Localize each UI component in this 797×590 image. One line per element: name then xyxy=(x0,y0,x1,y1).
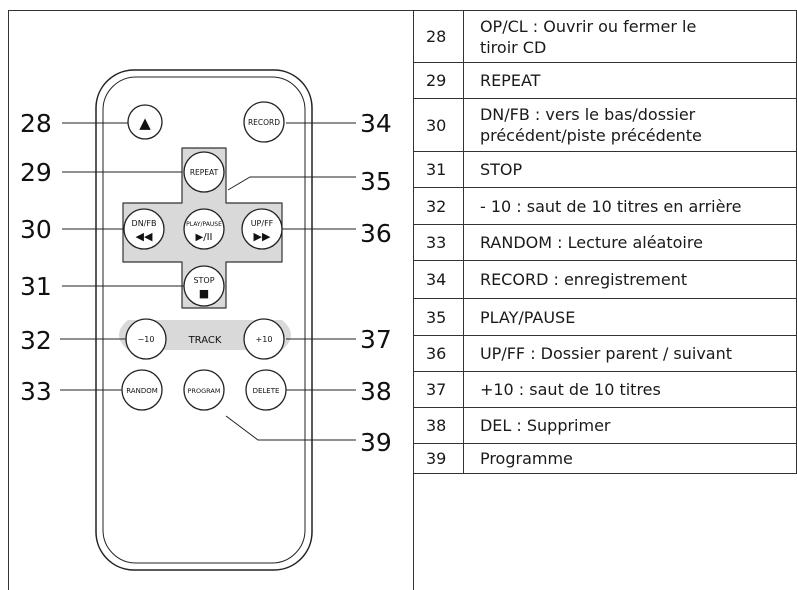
legend-row: 32 - 10 : saut de 10 titres en arrière xyxy=(413,187,797,225)
legend-number: 39 xyxy=(413,443,464,474)
up-ff-button[interactable] xyxy=(241,208,283,250)
callout-38: 38 xyxy=(360,377,392,406)
legend-row: 36 UP/FF : Dossier parent / suivant xyxy=(413,335,797,372)
callout-34: 34 xyxy=(360,109,392,138)
legend-description-line: UP/FF : Dossier parent / suivant xyxy=(479,344,733,363)
legend-number: 32 xyxy=(413,187,464,225)
legend-row: 34 RECORD : enregistrement xyxy=(413,260,797,299)
legend-description: DEL : Supprimer xyxy=(462,407,797,444)
minus10-button[interactable] xyxy=(125,318,167,360)
program-label: PROGRAM xyxy=(188,387,221,395)
remote-body-outer xyxy=(95,69,313,571)
legend-row: 30 DN/FB : vers le bas/dossier précédent/p… xyxy=(413,98,797,152)
rewind-icon: ◀◀ xyxy=(136,230,153,243)
legend-row: 35 PLAY/PAUSE xyxy=(413,298,797,336)
legend-number: 38 xyxy=(413,407,464,444)
legend-description: RANDOM : Lecture aléatoire xyxy=(462,224,797,261)
remote-diagram: ▲ RECORD REPEAT DN/FB ◀◀ PLAY/PAUSE ▶/II… xyxy=(20,69,392,571)
callout-36: 36 xyxy=(360,219,392,248)
legend-number: 35 xyxy=(413,298,464,336)
callout-32: 32 xyxy=(20,326,52,355)
eject-button[interactable] xyxy=(127,104,163,140)
callout-28: 28 xyxy=(20,109,52,138)
fast-forward-icon: ▶▶ xyxy=(254,230,271,243)
dn-fb-label: DN/FB xyxy=(132,219,157,228)
legend-description-line: DN/FB : vers le bas/dossier xyxy=(479,105,696,124)
legend-description-line: RANDOM : Lecture aléatoire xyxy=(479,233,703,252)
legend-number: 34 xyxy=(413,260,464,299)
random-button[interactable] xyxy=(121,369,163,411)
legend-description: STOP xyxy=(462,151,797,188)
stop-button[interactable] xyxy=(183,265,225,307)
record-label: RECORD xyxy=(248,118,280,127)
legend-description-line: DEL : Supprimer xyxy=(479,416,611,435)
legend-description: REPEAT xyxy=(462,62,797,99)
plus10-button[interactable] xyxy=(243,318,285,360)
play-pause-label: PLAY/PAUSE xyxy=(186,221,222,228)
legend-description-line: PLAY/PAUSE xyxy=(479,307,576,327)
legend-description-line: REPEAT xyxy=(479,71,541,90)
legend-description-line: OP/CL : Ouvrir ou fermer le xyxy=(479,16,697,36)
legend-row: 31 STOP xyxy=(413,151,797,188)
record-button[interactable] xyxy=(243,101,285,143)
track-label: TRACK xyxy=(188,335,222,346)
callout-35: 35 xyxy=(360,167,392,196)
callout-39: 39 xyxy=(360,428,392,457)
plus10-label: +10 xyxy=(256,335,273,344)
legend-description: DN/FB : vers le bas/dossier précédent/pis… xyxy=(462,98,797,152)
legend-description-line: Programme xyxy=(479,449,573,468)
legend-row: 37 +10 : saut de 10 titres xyxy=(413,371,797,408)
legend-description: +10 : saut de 10 titres xyxy=(462,371,797,408)
delete-button[interactable] xyxy=(245,369,287,411)
legend-description-line: +10 : saut de 10 titres xyxy=(479,380,661,399)
remote-body-inner xyxy=(102,76,306,564)
callout-37: 37 xyxy=(360,325,392,354)
callout-29: 29 xyxy=(20,158,52,187)
legend-row: 33 RANDOM : Lecture aléatoire xyxy=(413,224,797,261)
legend-number: 28 xyxy=(413,10,464,63)
legend-row: 39 Programme xyxy=(413,443,797,474)
legend-description-line: - 10 : saut de 10 titres en arrière xyxy=(479,196,742,216)
legend-number: 33 xyxy=(413,224,464,261)
callout-33: 33 xyxy=(20,377,52,406)
legend-description-line: tiroir CD xyxy=(479,37,547,57)
legend-number: 31 xyxy=(413,151,464,188)
legend-number: 29 xyxy=(413,62,464,99)
legend-number: 30 xyxy=(413,98,464,152)
stop-label: STOP xyxy=(193,276,214,285)
callout-31: 31 xyxy=(20,272,52,301)
legend-number: 37 xyxy=(413,371,464,408)
legend-description: UP/FF : Dossier parent / suivant xyxy=(462,335,797,372)
eject-icon: ▲ xyxy=(139,114,151,132)
minus10-label: −10 xyxy=(138,335,155,344)
repeat-label: REPEAT xyxy=(190,168,219,177)
legend-row: 38 DEL : Supprimer xyxy=(413,407,797,444)
legend-description-line: STOP xyxy=(479,160,523,179)
legend-number: 36 xyxy=(413,335,464,372)
play-pause-icon: ▶/II xyxy=(196,232,213,243)
play-pause-button[interactable] xyxy=(183,208,225,250)
stop-icon: ■ xyxy=(199,287,209,300)
legend-description-line: précédent/piste précédente xyxy=(479,126,702,145)
random-label: RANDOM xyxy=(126,387,158,395)
dn-fb-button[interactable] xyxy=(123,208,165,250)
delete-label: DELETE xyxy=(253,387,280,395)
legend-row: 29 REPEAT xyxy=(413,62,797,99)
legend-description: RECORD : enregistrement xyxy=(462,260,797,299)
up-ff-label: UP/FF xyxy=(251,219,274,228)
program-button[interactable] xyxy=(183,369,225,411)
legend-description: PLAY/PAUSE xyxy=(462,298,797,336)
legend-description: - 10 : saut de 10 titres en arrière xyxy=(462,187,797,225)
callout-30: 30 xyxy=(20,215,52,244)
legend-description: Programme xyxy=(462,443,797,474)
legend-description-line: RECORD : enregistrement xyxy=(479,270,688,289)
repeat-button[interactable] xyxy=(183,151,225,193)
